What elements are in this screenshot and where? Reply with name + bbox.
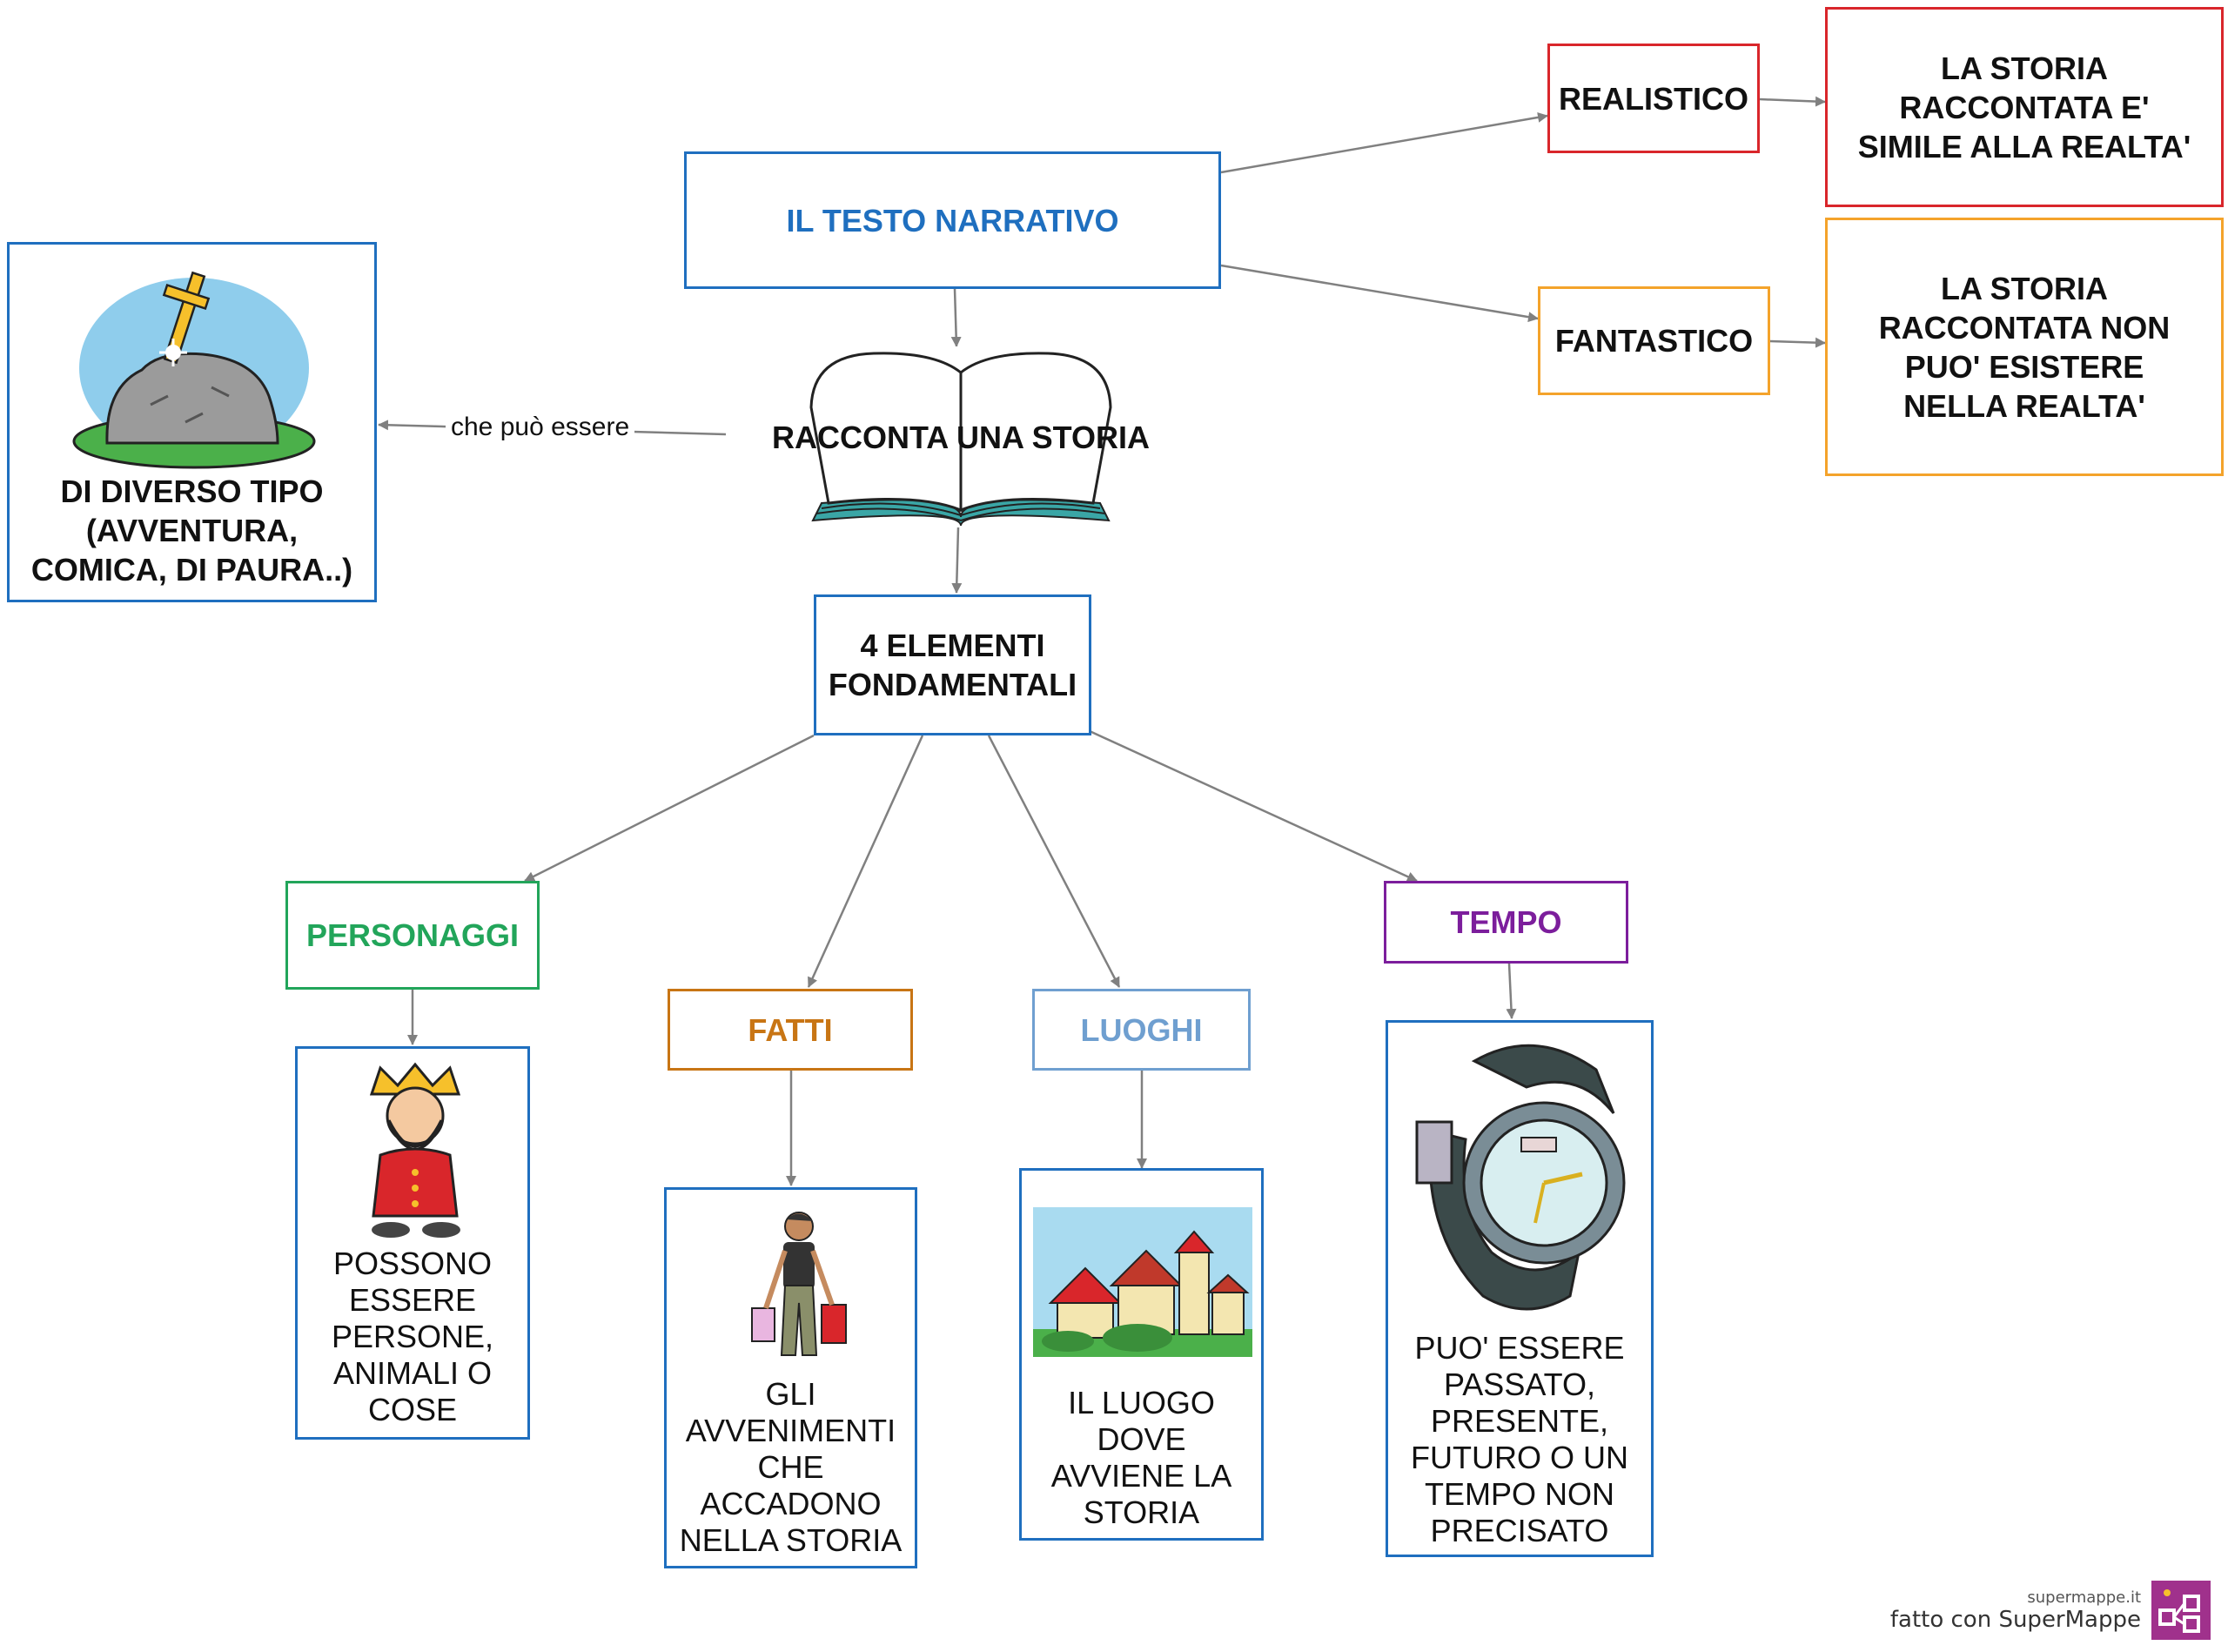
- node-di-diverso-tipo[interactable]: DI DIVERSO TIPO (AVVENTURA, COMICA, DI P…: [7, 242, 377, 602]
- node-label: REALISTICO: [1558, 80, 1748, 117]
- node-label: GLI AVVENIMENTI CHE ACCADONO NELLA STORI…: [679, 1376, 903, 1558]
- link-label-che-puo-essere: che può essere: [446, 413, 635, 442]
- arrow-fantastico-desc: [1769, 337, 1826, 348]
- arrow-testo-realistico: [1220, 111, 1548, 174]
- sword-in-stone-icon: [72, 271, 316, 469]
- node-label: TEMPO: [1450, 904, 1562, 940]
- brand-site: supermappe.it: [2027, 1588, 2141, 1607]
- node-realistico-desc[interactable]: LA STORIA RACCONTATA E' SIMILE ALLA REAL…: [1825, 7, 2224, 207]
- node-fatti[interactable]: FATTI: [668, 989, 913, 1071]
- node-label: PERSONAGGI: [305, 917, 520, 953]
- node-personaggi[interactable]: PERSONAGGI: [285, 881, 540, 990]
- node-label: PUO' ESSERE PASSATO, PRESENTE, FUTURO O …: [1411, 1330, 1628, 1548]
- node-fantastico[interactable]: FANTASTICO: [1538, 286, 1770, 395]
- node-fatti-desc[interactable]: GLI AVVENIMENTI CHE ACCADONO NELLA STORI…: [664, 1187, 917, 1568]
- arrow-realistico-desc: [1759, 96, 1826, 107]
- node-luoghi-desc[interactable]: IL LUOGO DOVE AVVIENE LA STORIA: [1019, 1168, 1264, 1541]
- node-label: POSSONO ESSERE PERSONE, ANIMALI O COSE: [331, 1246, 494, 1427]
- node-label: LA STORIA RACCONTATA E' SIMILE ALLA REAL…: [1857, 50, 2191, 165]
- open-book-icon: [809, 352, 1112, 527]
- arrow-elementi-fatti: [807, 735, 924, 988]
- node-4-elementi-fondamentali[interactable]: 4 ELEMENTI FONDAMENTALI: [814, 594, 1091, 735]
- node-label: LUOGHI: [1080, 1011, 1203, 1048]
- arrow-elementi-luoghi: [987, 735, 1121, 988]
- node-label: IL TESTO NARRATIVO: [786, 202, 1119, 238]
- arrow-testo-racconta: [950, 288, 962, 347]
- node-label: FATTI: [748, 1011, 833, 1048]
- arrow-elementi-tempo: [1089, 729, 1418, 883]
- arrow-tempo-desc: [1506, 963, 1517, 1019]
- node-racconta-una-storia[interactable]: RACCONTA UNA STORIA: [726, 346, 1196, 527]
- node-label: FANTASTICO: [1554, 323, 1754, 359]
- node-personaggi-desc[interactable]: POSSONO ESSERE PERSONE, ANIMALI O COSE: [295, 1046, 530, 1440]
- arrow-testo-fantastico: [1220, 264, 1539, 323]
- wristwatch-icon: [1415, 1044, 1626, 1311]
- node-realistico[interactable]: REALISTICO: [1547, 44, 1760, 153]
- shopper-icon: [751, 1212, 847, 1356]
- node-luoghi[interactable]: LUOGHI: [1032, 989, 1251, 1071]
- node-label: LA STORIA RACCONTATA NON PUO' ESISTERE N…: [1878, 270, 2171, 424]
- node-tempo-desc[interactable]: PUO' ESSERE PASSATO, PRESENTE, FUTURO O …: [1386, 1020, 1654, 1557]
- node-label: DI DIVERSO TIPO (AVVENTURA, COMICA, DI P…: [30, 473, 353, 588]
- village-icon: [1033, 1207, 1252, 1357]
- arrow-elementi-personaggi: [524, 734, 815, 883]
- node-il-testo-narrativo[interactable]: IL TESTO NARRATIVO: [684, 151, 1221, 289]
- node-label: 4 ELEMENTI FONDAMENTALI: [828, 628, 1077, 702]
- supermappe-branding: supermappe.it fatto con SuperMappe: [1890, 1581, 2211, 1640]
- supermappe-logo-icon: [2151, 1581, 2211, 1640]
- arrow-racconta-elementi: [951, 527, 963, 594]
- node-fantastico-desc[interactable]: LA STORIA RACCONTATA NON PUO' ESISTERE N…: [1825, 218, 2224, 476]
- king-icon: [369, 1062, 461, 1238]
- node-label: RACCONTA UNA STORIA: [772, 419, 1150, 455]
- node-label: IL LUOGO DOVE AVVIENE LA STORIA: [1050, 1385, 1232, 1530]
- node-tempo[interactable]: TEMPO: [1384, 881, 1628, 964]
- brand-made-with: fatto con SuperMappe: [1889, 1606, 2141, 1633]
